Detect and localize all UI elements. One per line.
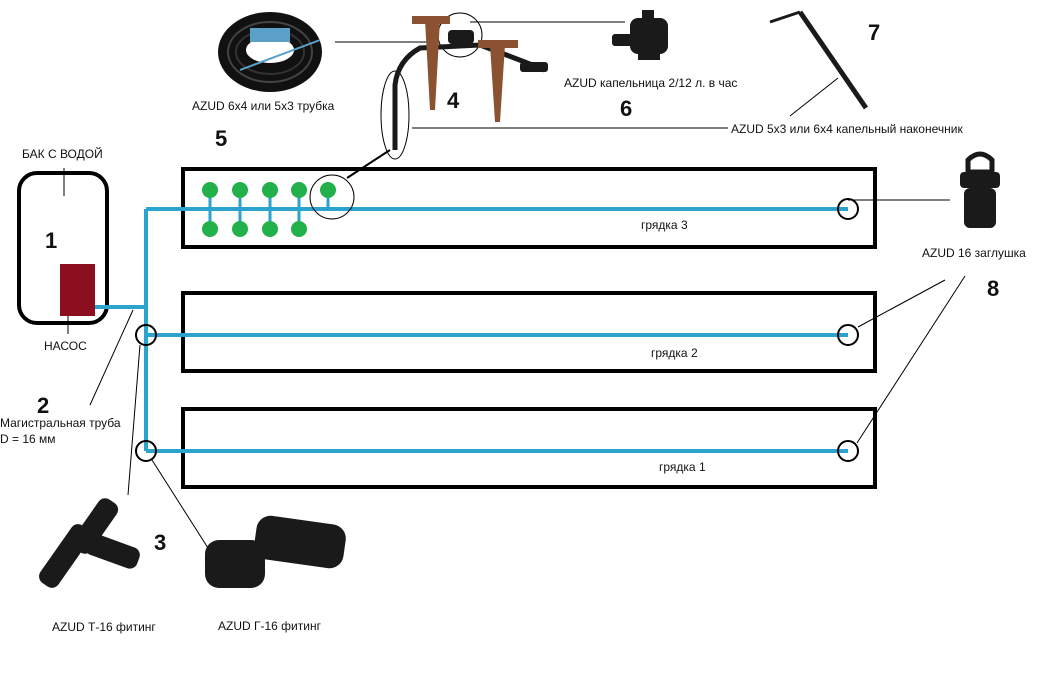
t-fitting-image — [39, 498, 140, 588]
number-1: 1 — [45, 228, 57, 253]
number-6: 6 — [620, 96, 632, 121]
plant — [262, 182, 278, 198]
number-3: 3 — [154, 530, 166, 555]
dripper-marker-circle — [309, 174, 355, 220]
end-plug-image — [960, 151, 1000, 228]
plant — [202, 221, 218, 237]
drip-tip-label: AZUD 5x3 или 6x4 капельный наконечник — [731, 122, 963, 136]
plant — [291, 182, 307, 198]
drip-tip-highlight — [380, 70, 410, 160]
number-7: 7 — [868, 20, 880, 45]
number-2: 2 — [37, 393, 49, 418]
leader-lines — [89, 21, 966, 549]
l-fitting-label: AZUD Г-16 фитинг — [218, 619, 322, 633]
bed-2-label: грядка 2 — [651, 346, 698, 360]
bed-3-label: грядка 3 — [641, 218, 688, 232]
bed-2 — [181, 291, 877, 373]
plant — [291, 221, 307, 237]
tube-coil-image — [218, 12, 322, 92]
drip-tip-image — [769, 10, 869, 110]
l-fitting-image — [205, 515, 346, 588]
end-plug-marker-bed3 — [837, 198, 859, 220]
main-pipe-label-line2: D = 16 мм — [0, 432, 56, 446]
end-plug-marker-bed2 — [837, 324, 859, 346]
plant — [232, 221, 248, 237]
end-plug-marker-bed1 — [837, 440, 859, 462]
end-plug-label: AZUD 16 заглушка — [922, 246, 1026, 260]
plant — [202, 182, 218, 198]
bed-1-label: грядка 1 — [659, 460, 706, 474]
number-4: 4 — [447, 88, 460, 113]
t-fitting-marker — [135, 324, 157, 346]
dripper-label: AZUD капельница 2/12 л. в час — [564, 76, 737, 90]
drip-stake-image — [392, 16, 548, 150]
plant — [232, 182, 248, 198]
pump — [60, 264, 95, 316]
tank-label: БАК С ВОДОЙ — [22, 146, 103, 161]
main-pipe-label-line1: Магистральная труба — [0, 416, 121, 430]
t-fitting-label: AZUD Т-16 фитинг — [52, 620, 156, 634]
bed-1 — [181, 407, 877, 489]
tube-label: AZUD 6x4 или 5x3 трубка — [192, 99, 335, 113]
plant — [320, 182, 336, 198]
dripper-image — [612, 10, 668, 60]
plants — [202, 182, 336, 237]
number-5: 5 — [215, 126, 227, 151]
l-fitting-marker — [135, 440, 157, 462]
plant — [262, 221, 278, 237]
number-8: 8 — [987, 276, 999, 301]
pump-label: НАСОС — [44, 339, 87, 353]
